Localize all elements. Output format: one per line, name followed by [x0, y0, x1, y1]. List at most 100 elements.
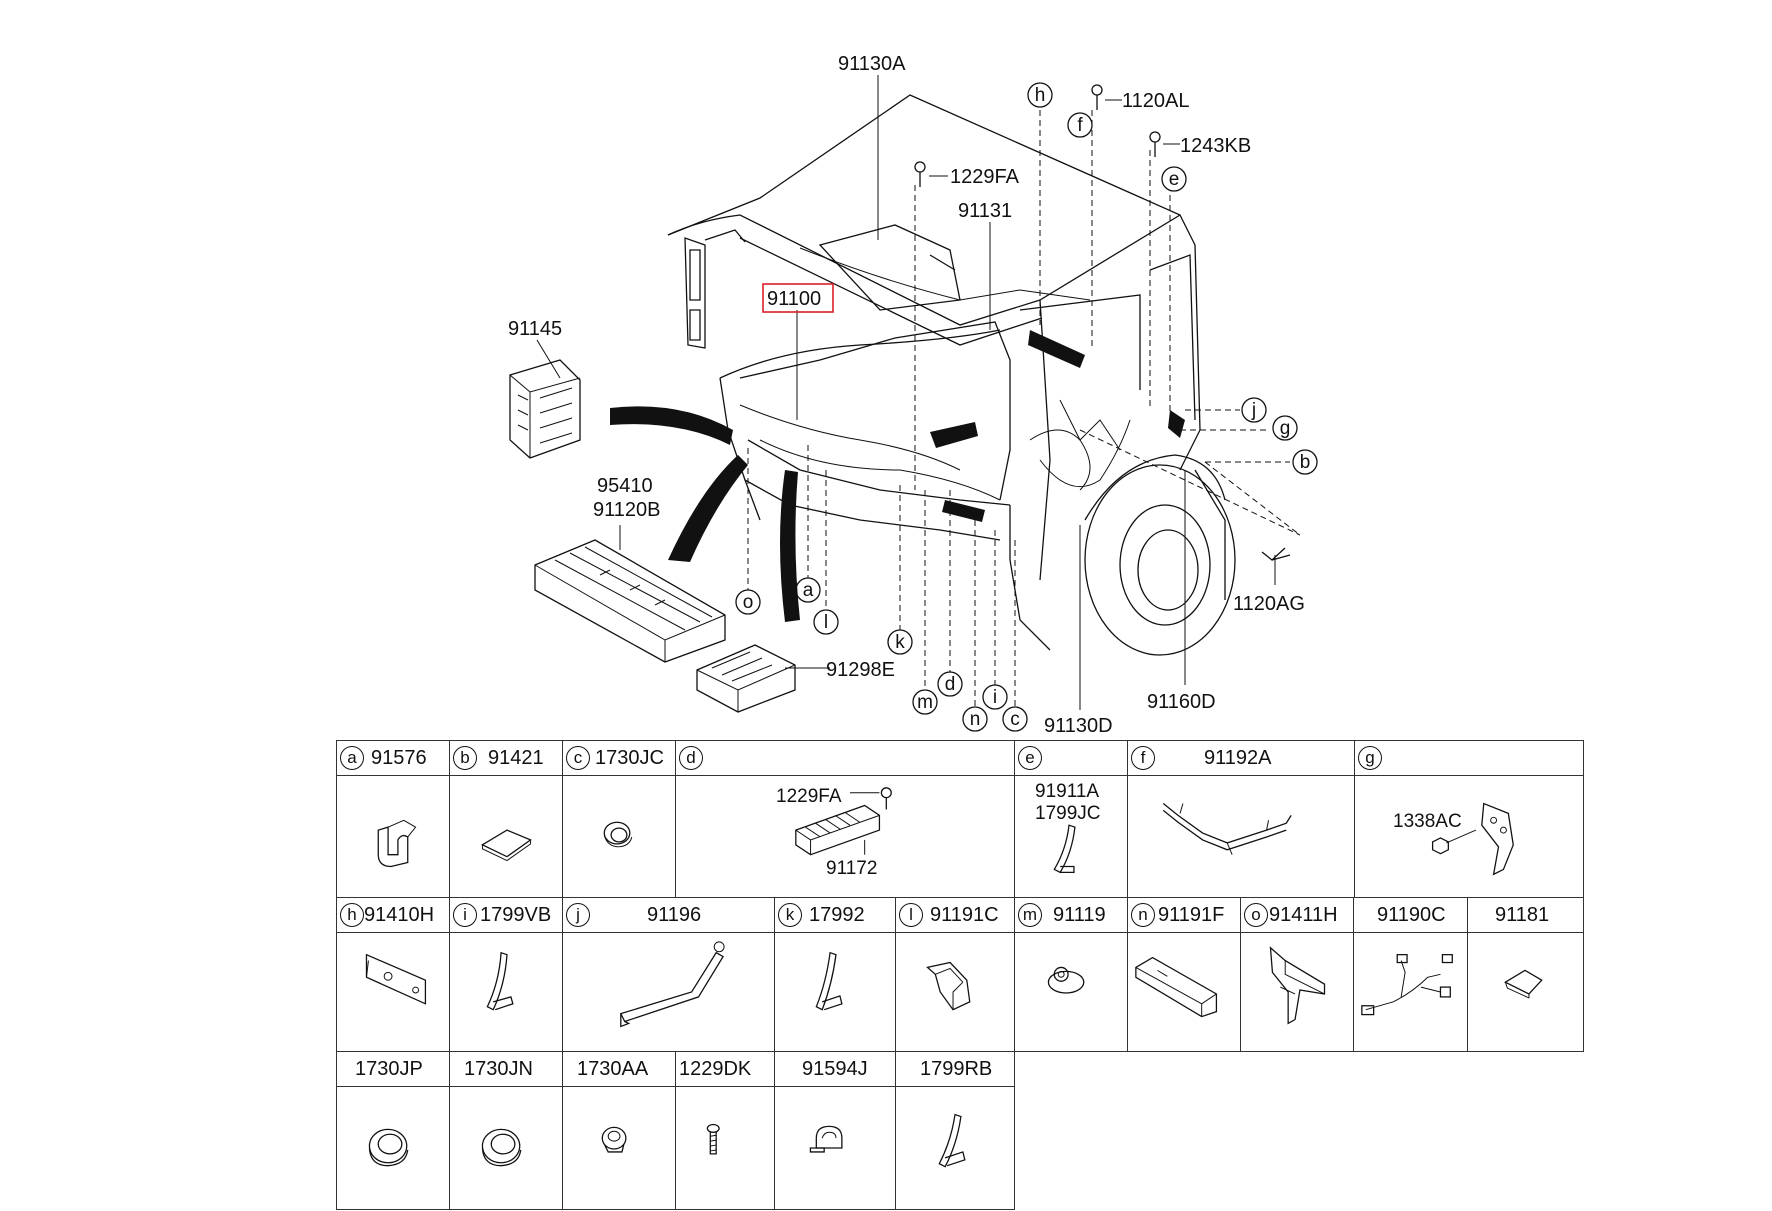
part-number: 1730AA	[577, 1058, 649, 1080]
wiring-loom-icon	[1354, 933, 1467, 1051]
part-cell-1730AA[interactable]: 1730AA	[562, 1051, 676, 1210]
part-cell-1730JN[interactable]: 1730JN	[449, 1051, 563, 1210]
part-cell-l[interactable]: l 91191C	[895, 897, 1015, 1052]
label-1243KB: 1243KB	[1180, 135, 1251, 157]
callout-h: h	[1027, 82, 1053, 108]
plug-icon	[563, 1087, 675, 1209]
part-number: 1799RB	[920, 1058, 993, 1080]
svg-text:b: b	[1300, 452, 1311, 473]
clamp-icon	[775, 1087, 895, 1209]
callout-n: n	[962, 706, 988, 732]
callout-e: e	[1161, 166, 1187, 192]
cable-tie-icon	[1015, 776, 1127, 897]
cell-letter: f	[1131, 746, 1155, 770]
callout-c: c	[1002, 706, 1028, 732]
label-91298E: 91298E	[826, 659, 895, 681]
label-91130D: 91130D	[1044, 715, 1113, 737]
callout-m: m	[912, 689, 938, 715]
label-1120AL: 1120AL	[1122, 90, 1189, 112]
part-cell-a[interactable]: a 91576	[336, 740, 450, 898]
part-cell-91594J[interactable]: 91594J	[774, 1051, 896, 1210]
label-91131: 91131	[958, 200, 1012, 222]
svg-text:k: k	[895, 632, 905, 653]
harness-protector-icon	[896, 933, 1014, 1051]
callout-g: g	[1272, 415, 1298, 441]
label-91130A: 91130A	[838, 53, 906, 75]
part-labels: 91130A 1120AL 1243KB 1229FA 91131 91100 …	[508, 53, 1305, 737]
part-number: 91191C	[930, 904, 999, 926]
bracket-icon	[1128, 776, 1354, 897]
svg-text:f: f	[1077, 115, 1083, 136]
cell-letter: m	[1018, 903, 1042, 927]
letter-callouts: h f e j g b o a l k m d n i c	[735, 82, 1318, 732]
harness-bracket-icon	[1241, 933, 1353, 1051]
svg-text:a: a	[803, 580, 814, 601]
harness-bands	[610, 330, 1185, 622]
part-number: 91576	[371, 747, 427, 769]
part-cell-k[interactable]: k 17992	[774, 897, 896, 1052]
part-number: 91421	[488, 747, 544, 769]
sub-part-91911A: 91911A	[1035, 781, 1100, 802]
svg-text:n: n	[970, 709, 981, 730]
part-number: 91192A	[1204, 747, 1272, 769]
part-number: 1730JN	[464, 1058, 533, 1080]
part-number: 91410H	[364, 904, 435, 926]
bolt-icon-1120AL	[1091, 84, 1122, 110]
svg-text:e: e	[1169, 169, 1180, 190]
callout-b: b	[1292, 449, 1318, 475]
part-cell-g[interactable]: g 1338AC	[1354, 740, 1584, 898]
sub-part-1338AC: 1338AC	[1393, 811, 1462, 832]
relay-block-91298E	[696, 644, 796, 713]
label-leaders	[536, 75, 1276, 710]
cell-letter: o	[1244, 903, 1268, 927]
bolt-icon-1229FA	[914, 161, 948, 187]
svg-text:c: c	[1010, 709, 1020, 730]
label-1120AG: 1120AG	[1233, 593, 1305, 615]
cell-letter: k	[778, 903, 802, 927]
svg-text:m: m	[917, 692, 933, 713]
part-cell-f[interactable]: f 91192A	[1127, 740, 1355, 898]
part-number: 91191F	[1158, 904, 1225, 926]
clip-icon	[337, 776, 449, 897]
callout-a: a	[795, 577, 821, 603]
label-91145: 91145	[508, 318, 562, 340]
connector-block-icon	[676, 776, 1014, 897]
leader-lines	[747, 110, 1301, 707]
part-number: 91190C	[1377, 904, 1446, 926]
wiring-diagram: 91130A 1120AL 1243KB 1229FA 91131 91100 …	[508, 53, 1318, 737]
part-cell-j[interactable]: j 91196	[562, 897, 775, 1052]
cable-tie-icon	[775, 933, 895, 1051]
cell-letter: a	[340, 746, 364, 770]
label-91120B: 91120B	[593, 499, 660, 521]
part-highlight-box	[762, 283, 834, 313]
cell-letter: h	[340, 903, 364, 927]
grommet-icon	[563, 776, 675, 897]
callout-i: i	[982, 684, 1008, 710]
svg-text:l: l	[824, 612, 828, 633]
part-cell-d[interactable]: d 1229FA 91172	[675, 740, 1015, 898]
part-number: 91196	[647, 904, 702, 926]
part-cell-91181[interactable]: 91181	[1467, 897, 1584, 1052]
cell-letter: l	[899, 903, 923, 927]
cell-letter: j	[566, 903, 590, 927]
part-cell-e[interactable]: e 91911A 1799JC	[1014, 740, 1128, 898]
part-cell-1799RB[interactable]: 1799RB	[895, 1051, 1015, 1210]
part-number: 1730JC	[595, 747, 664, 769]
svg-text:j: j	[1251, 400, 1256, 421]
bolt-icons	[914, 84, 1291, 561]
cell-letter: c	[566, 746, 590, 770]
clip-icon	[1468, 933, 1583, 1051]
mounting-plate-icon	[1355, 776, 1583, 897]
part-number: 1730JP	[355, 1058, 423, 1080]
part-number: 17992	[809, 904, 865, 926]
part-cell-91190C[interactable]: 91190C	[1353, 897, 1468, 1052]
part-cell-1229DK[interactable]: 1229DK	[675, 1051, 775, 1210]
part-cell-1730JP[interactable]: 1730JP	[336, 1051, 450, 1210]
